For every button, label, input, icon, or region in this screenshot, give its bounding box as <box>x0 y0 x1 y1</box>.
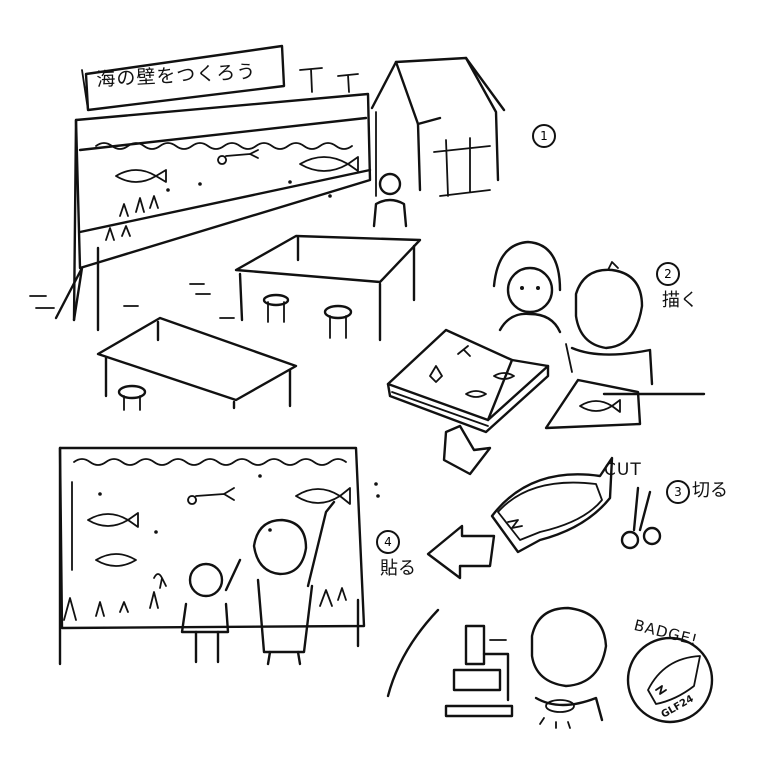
girl-icon <box>492 240 562 334</box>
scene-booth <box>29 44 506 411</box>
fish-icon <box>299 156 359 172</box>
staff-person-icon <box>372 172 408 228</box>
fish-icon <box>87 512 139 528</box>
scene-cutting <box>442 424 662 554</box>
diver-icon <box>187 487 235 505</box>
scene-sticking <box>58 446 496 666</box>
aquarium-wall-icon <box>54 92 372 332</box>
tent-icon <box>370 56 506 197</box>
table-icon <box>234 234 422 342</box>
step-number-3: 3 <box>666 480 690 504</box>
fish-icon <box>457 345 471 357</box>
diver-icon <box>217 149 259 165</box>
fish-cutout-icon <box>490 456 614 554</box>
stool-icon <box>117 384 147 411</box>
drawing-paper-icon <box>544 378 642 430</box>
fish-icon <box>95 553 137 567</box>
fish-icon <box>429 365 443 383</box>
fish-icon <box>579 399 621 413</box>
table-icon <box>96 316 298 410</box>
aquarium-wall-icon <box>58 446 380 666</box>
fish-icon <box>647 655 701 705</box>
step-label-stick: 貼る <box>380 558 416 579</box>
microscope-icon <box>444 624 514 718</box>
arrow-icon <box>442 424 492 476</box>
boy-icon <box>565 261 654 386</box>
arrow-icon <box>426 524 496 580</box>
child-icon <box>180 558 242 664</box>
scene-badge <box>386 606 714 729</box>
step-label-cut: 切る <box>692 480 728 501</box>
step-number-4: 4 <box>376 530 400 554</box>
step-number-1: 1 <box>532 124 556 148</box>
fish-icon <box>465 390 487 398</box>
badge-icon <box>626 636 714 724</box>
scene-drawing <box>386 240 706 434</box>
banner-icon <box>84 44 286 112</box>
step-label-draw: 描く <box>662 290 698 311</box>
cut-label: CUT <box>604 460 642 480</box>
step-number-2: 2 <box>656 262 680 286</box>
scissors-icon <box>620 486 662 550</box>
child-icon <box>530 606 608 729</box>
stool-icon <box>262 293 353 339</box>
child-icon <box>252 500 336 666</box>
fish-icon <box>295 487 351 505</box>
sign-icon <box>299 67 359 93</box>
picture-book-icon <box>386 328 550 434</box>
fish-icon <box>115 169 167 183</box>
